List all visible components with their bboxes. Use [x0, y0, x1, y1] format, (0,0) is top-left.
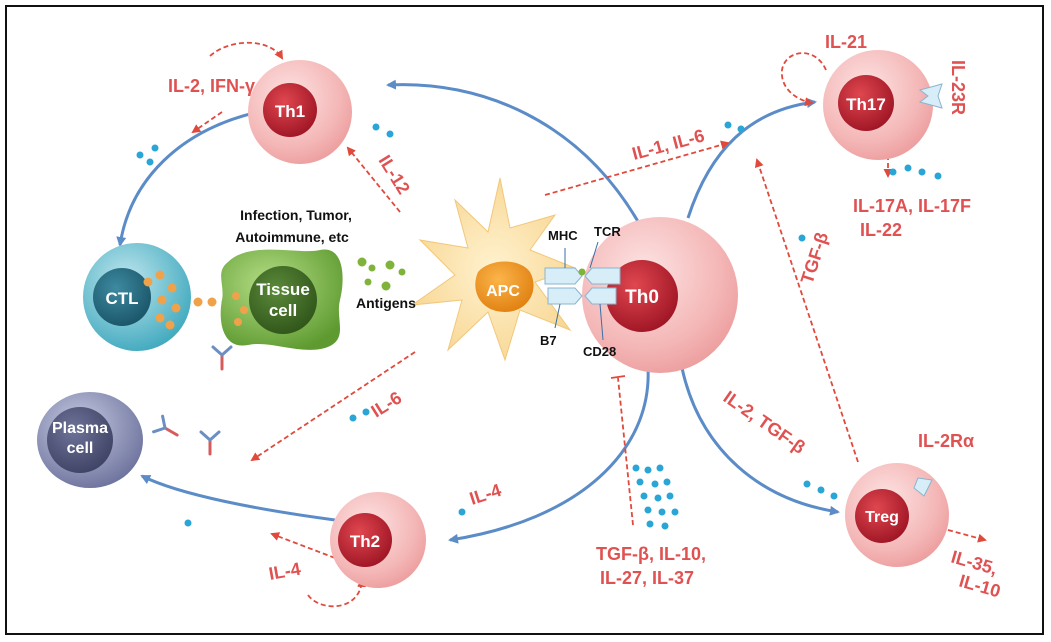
- arrow-th0-to-treg: [680, 367, 840, 516]
- plasma-label-2: cell: [67, 440, 94, 457]
- receptor-complex: [544, 241, 621, 341]
- tissue-cell: Tissue cell: [220, 249, 343, 350]
- arrow-th1-il2-out: [191, 111, 223, 134]
- label-il2ra: IL-2Rα: [918, 431, 974, 451]
- antigen-dots: [357, 257, 406, 291]
- plasma-cell: Plasma cell: [37, 392, 143, 488]
- label-il17-1: IL-17A, IL-17F: [853, 196, 971, 216]
- arrow-th0-to-th1: [386, 79, 642, 226]
- th0-label: Th0: [625, 287, 659, 308]
- ctl-label: CTL: [105, 289, 138, 308]
- antibody-1: [211, 345, 233, 371]
- label-b7: B7: [540, 333, 557, 348]
- label-il2-tgfb: IL-2, TGF-β: [720, 387, 809, 458]
- th17-label: Th17: [846, 95, 886, 114]
- tissue-label-1: Tissue: [256, 280, 310, 299]
- label-il10: IL-10: [957, 571, 1003, 602]
- th2-cell: Th2: [330, 492, 426, 588]
- antibody-2: [152, 414, 179, 437]
- diagram-frame: [5, 5, 1044, 635]
- mhc-receptor: [544, 267, 583, 285]
- label-tcr: TCR: [594, 224, 621, 239]
- th0-cell: Th0: [582, 217, 738, 373]
- ctl-granules: [143, 270, 181, 330]
- th1-label: Th1: [275, 102, 305, 121]
- apc-label: APC: [486, 283, 520, 300]
- arrow-th2-il4-loop: [307, 578, 367, 608]
- treg-label: Treg: [865, 509, 899, 526]
- differentiation-arrows: [116, 79, 840, 544]
- label-il4-loop: IL-4: [267, 559, 302, 584]
- label-antigens: Antigens: [356, 295, 416, 311]
- arrow-th2-to-plasma: [140, 474, 336, 522]
- tissue-granules: [232, 292, 248, 326]
- arrow-th1-to-ctl: [116, 110, 259, 247]
- arrow-treg-to-th17-tgfb: [754, 158, 859, 463]
- cytokine-arrows: [191, 41, 987, 608]
- label-trigger-1: Infection, Tumor,: [240, 207, 352, 223]
- tcr-receptor: [584, 267, 621, 285]
- arrow-apc-to-th1-il12: [346, 146, 401, 213]
- presented-antigen: [578, 268, 586, 276]
- arrow-th2-il4-out: [270, 532, 336, 559]
- arrow-apc-to-plasma-il6: [250, 351, 416, 462]
- b7-receptor: [547, 287, 583, 305]
- th17-cell: Th17: [823, 50, 933, 160]
- label-mhc: MHC: [548, 228, 578, 243]
- label-trigger-2: Autoimmune, etc: [235, 229, 349, 245]
- ctl-cell: CTL: [83, 243, 191, 351]
- label-il12: IL-12: [375, 152, 414, 198]
- cytokine-dots: [136, 121, 942, 530]
- arrow-th1-autocrine: [209, 41, 284, 60]
- tissue-label-2: cell: [269, 301, 297, 320]
- label-il23r: IL-23R: [948, 60, 968, 115]
- label-il21: IL-21: [825, 32, 867, 52]
- antibody-3: [199, 430, 221, 456]
- label-il2-ifng: IL-2, IFN-γ: [168, 76, 255, 96]
- label-il6: IL-6: [368, 387, 406, 421]
- arrow-th17-autocrine: [781, 52, 827, 107]
- antibodies: [152, 345, 233, 456]
- th1-cell: Th1: [248, 60, 352, 164]
- il2ra-receptor: [913, 477, 933, 497]
- th2-label: Th2: [350, 532, 380, 551]
- inhibition-line: [610, 375, 634, 526]
- label-inhibitors-2: IL-27, IL-37: [600, 568, 694, 588]
- label-il4-th2: IL-4: [467, 480, 504, 509]
- arrow-th0-to-th17: [686, 98, 817, 219]
- cd28-receptor: [584, 287, 617, 305]
- arrow-th0-to-th2: [448, 367, 650, 544]
- label-il1-il6: IL-1, IL-6: [630, 125, 707, 163]
- treg-cell: Treg: [845, 463, 949, 567]
- label-cd28: CD28: [583, 344, 616, 359]
- apc-cell: APC: [410, 177, 577, 362]
- il23r-receptor: [918, 83, 943, 109]
- label-inhibitors-1: TGF-β, IL-10,: [596, 544, 706, 564]
- label-il17-2: IL-22: [860, 220, 902, 240]
- plasma-label-1: Plasma: [52, 420, 108, 437]
- arrow-treg-out: [947, 529, 987, 543]
